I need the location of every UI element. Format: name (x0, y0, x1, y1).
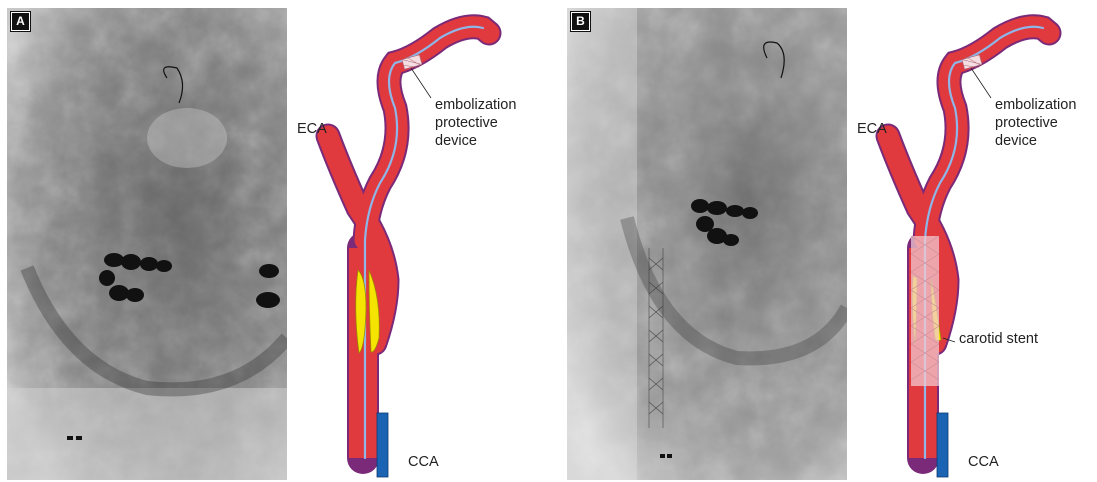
stent-label: carotid stent (959, 331, 1038, 348)
carotid-stent-icon (911, 236, 939, 386)
angiogram-image-a (7, 8, 287, 480)
angiogram-image-b (567, 8, 847, 480)
device-label-line2: protective (995, 115, 1058, 132)
cca-label: CCA (968, 454, 999, 471)
device-label-line3: device (435, 133, 477, 150)
catheter-icon (377, 413, 388, 477)
cca-label: CCA (408, 454, 439, 471)
device-label-line2: protective (435, 115, 498, 132)
device-label-line1: embolization (435, 97, 516, 114)
panel-label-a: A (11, 12, 30, 31)
panel-label-b: B (571, 12, 590, 31)
eca-label: ECA (297, 121, 327, 138)
eca-label: ECA (857, 121, 887, 138)
device-label-line3: device (995, 133, 1037, 150)
carotid-schematic-a: ECA embolization protective device CCA (295, 8, 555, 480)
carotid-schematic-b: ECA embolization protective device carot… (855, 8, 1097, 480)
device-label-line1: embolization (995, 97, 1076, 114)
catheter-icon (937, 413, 948, 477)
